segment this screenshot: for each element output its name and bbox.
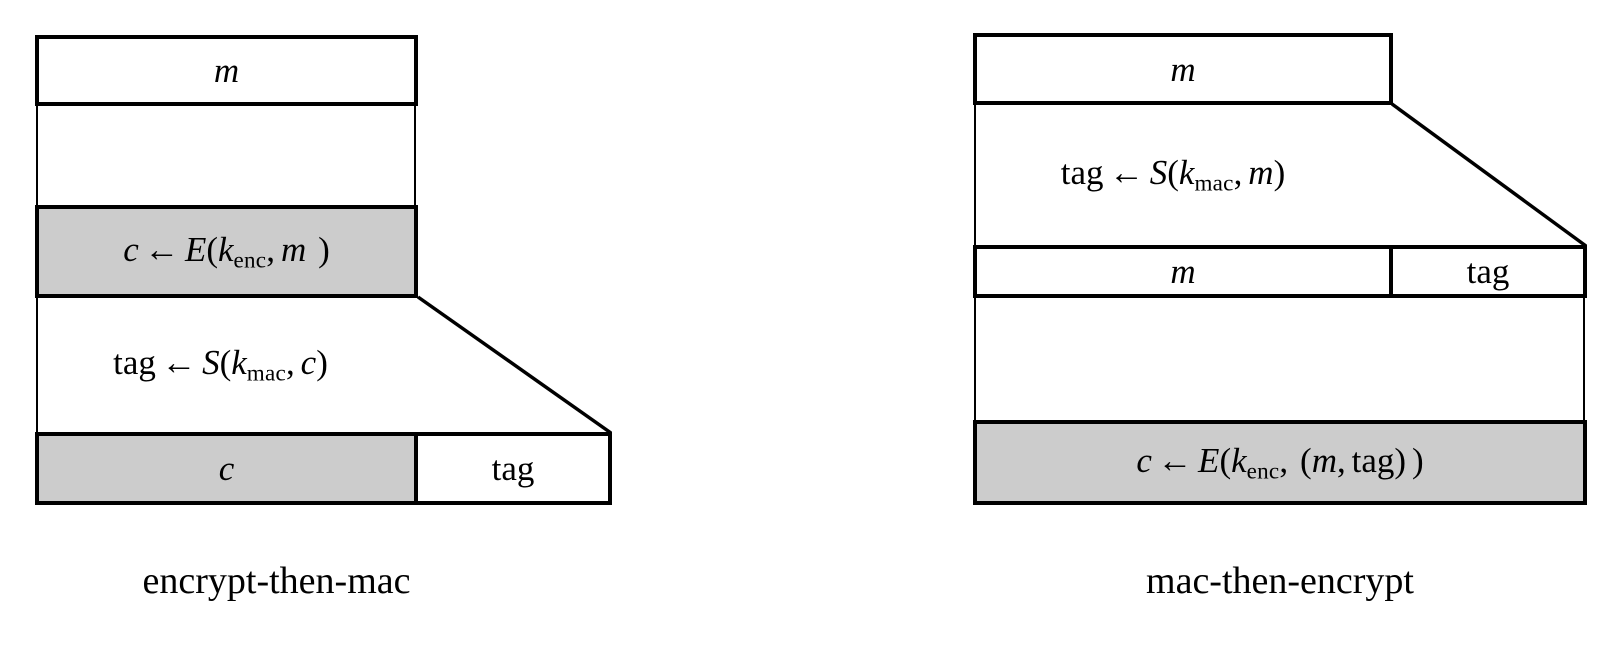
left-diagram-rail-right — [414, 101, 416, 211]
right-message-label: m — [1170, 252, 1196, 291]
left-output-ciphertext-cell: c — [35, 432, 418, 505]
right-lower-rail-right — [1583, 296, 1585, 424]
right-tag-label: tag — [1466, 252, 1510, 291]
right-mac-formula: tag←S(kmac,m) — [1060, 153, 1286, 196]
right-plaintext-box: m — [973, 33, 1393, 105]
right-diagram-caption: mac-then-encrypt — [1146, 560, 1414, 602]
left-output-tag-label: tag — [491, 449, 535, 488]
right-encrypt-formula: c←E(kenc,(m,tag)) — [1136, 440, 1424, 484]
right-message-cell: m — [973, 245, 1393, 298]
right-encrypt-box: c←E(kenc,(m,tag)) — [973, 420, 1587, 505]
left-diagonal-connector — [416, 295, 613, 435]
left-encrypt-formula: c←E(kenc,m) — [123, 229, 330, 273]
right-tag-cell: tag — [1389, 245, 1587, 298]
left-plaintext-label: m — [213, 51, 240, 90]
left-diagram-caption: encrypt-then-mac — [142, 560, 411, 602]
left-mac-formula: tag←S(kmac,c) — [113, 343, 328, 386]
left-output-ciphertext-label: c — [218, 449, 235, 488]
left-encrypt-box: c←E(kenc,m) — [35, 205, 418, 298]
left-output-tag-cell: tag — [414, 432, 612, 505]
left-mac-band: tag←S(kmac,c) — [35, 298, 418, 432]
right-diagonal-connector — [1390, 102, 1588, 248]
right-plaintext-label: m — [1170, 49, 1196, 89]
right-mac-band: tag←S(kmac,m) — [973, 105, 1393, 245]
left-plaintext-box: m — [35, 35, 418, 106]
